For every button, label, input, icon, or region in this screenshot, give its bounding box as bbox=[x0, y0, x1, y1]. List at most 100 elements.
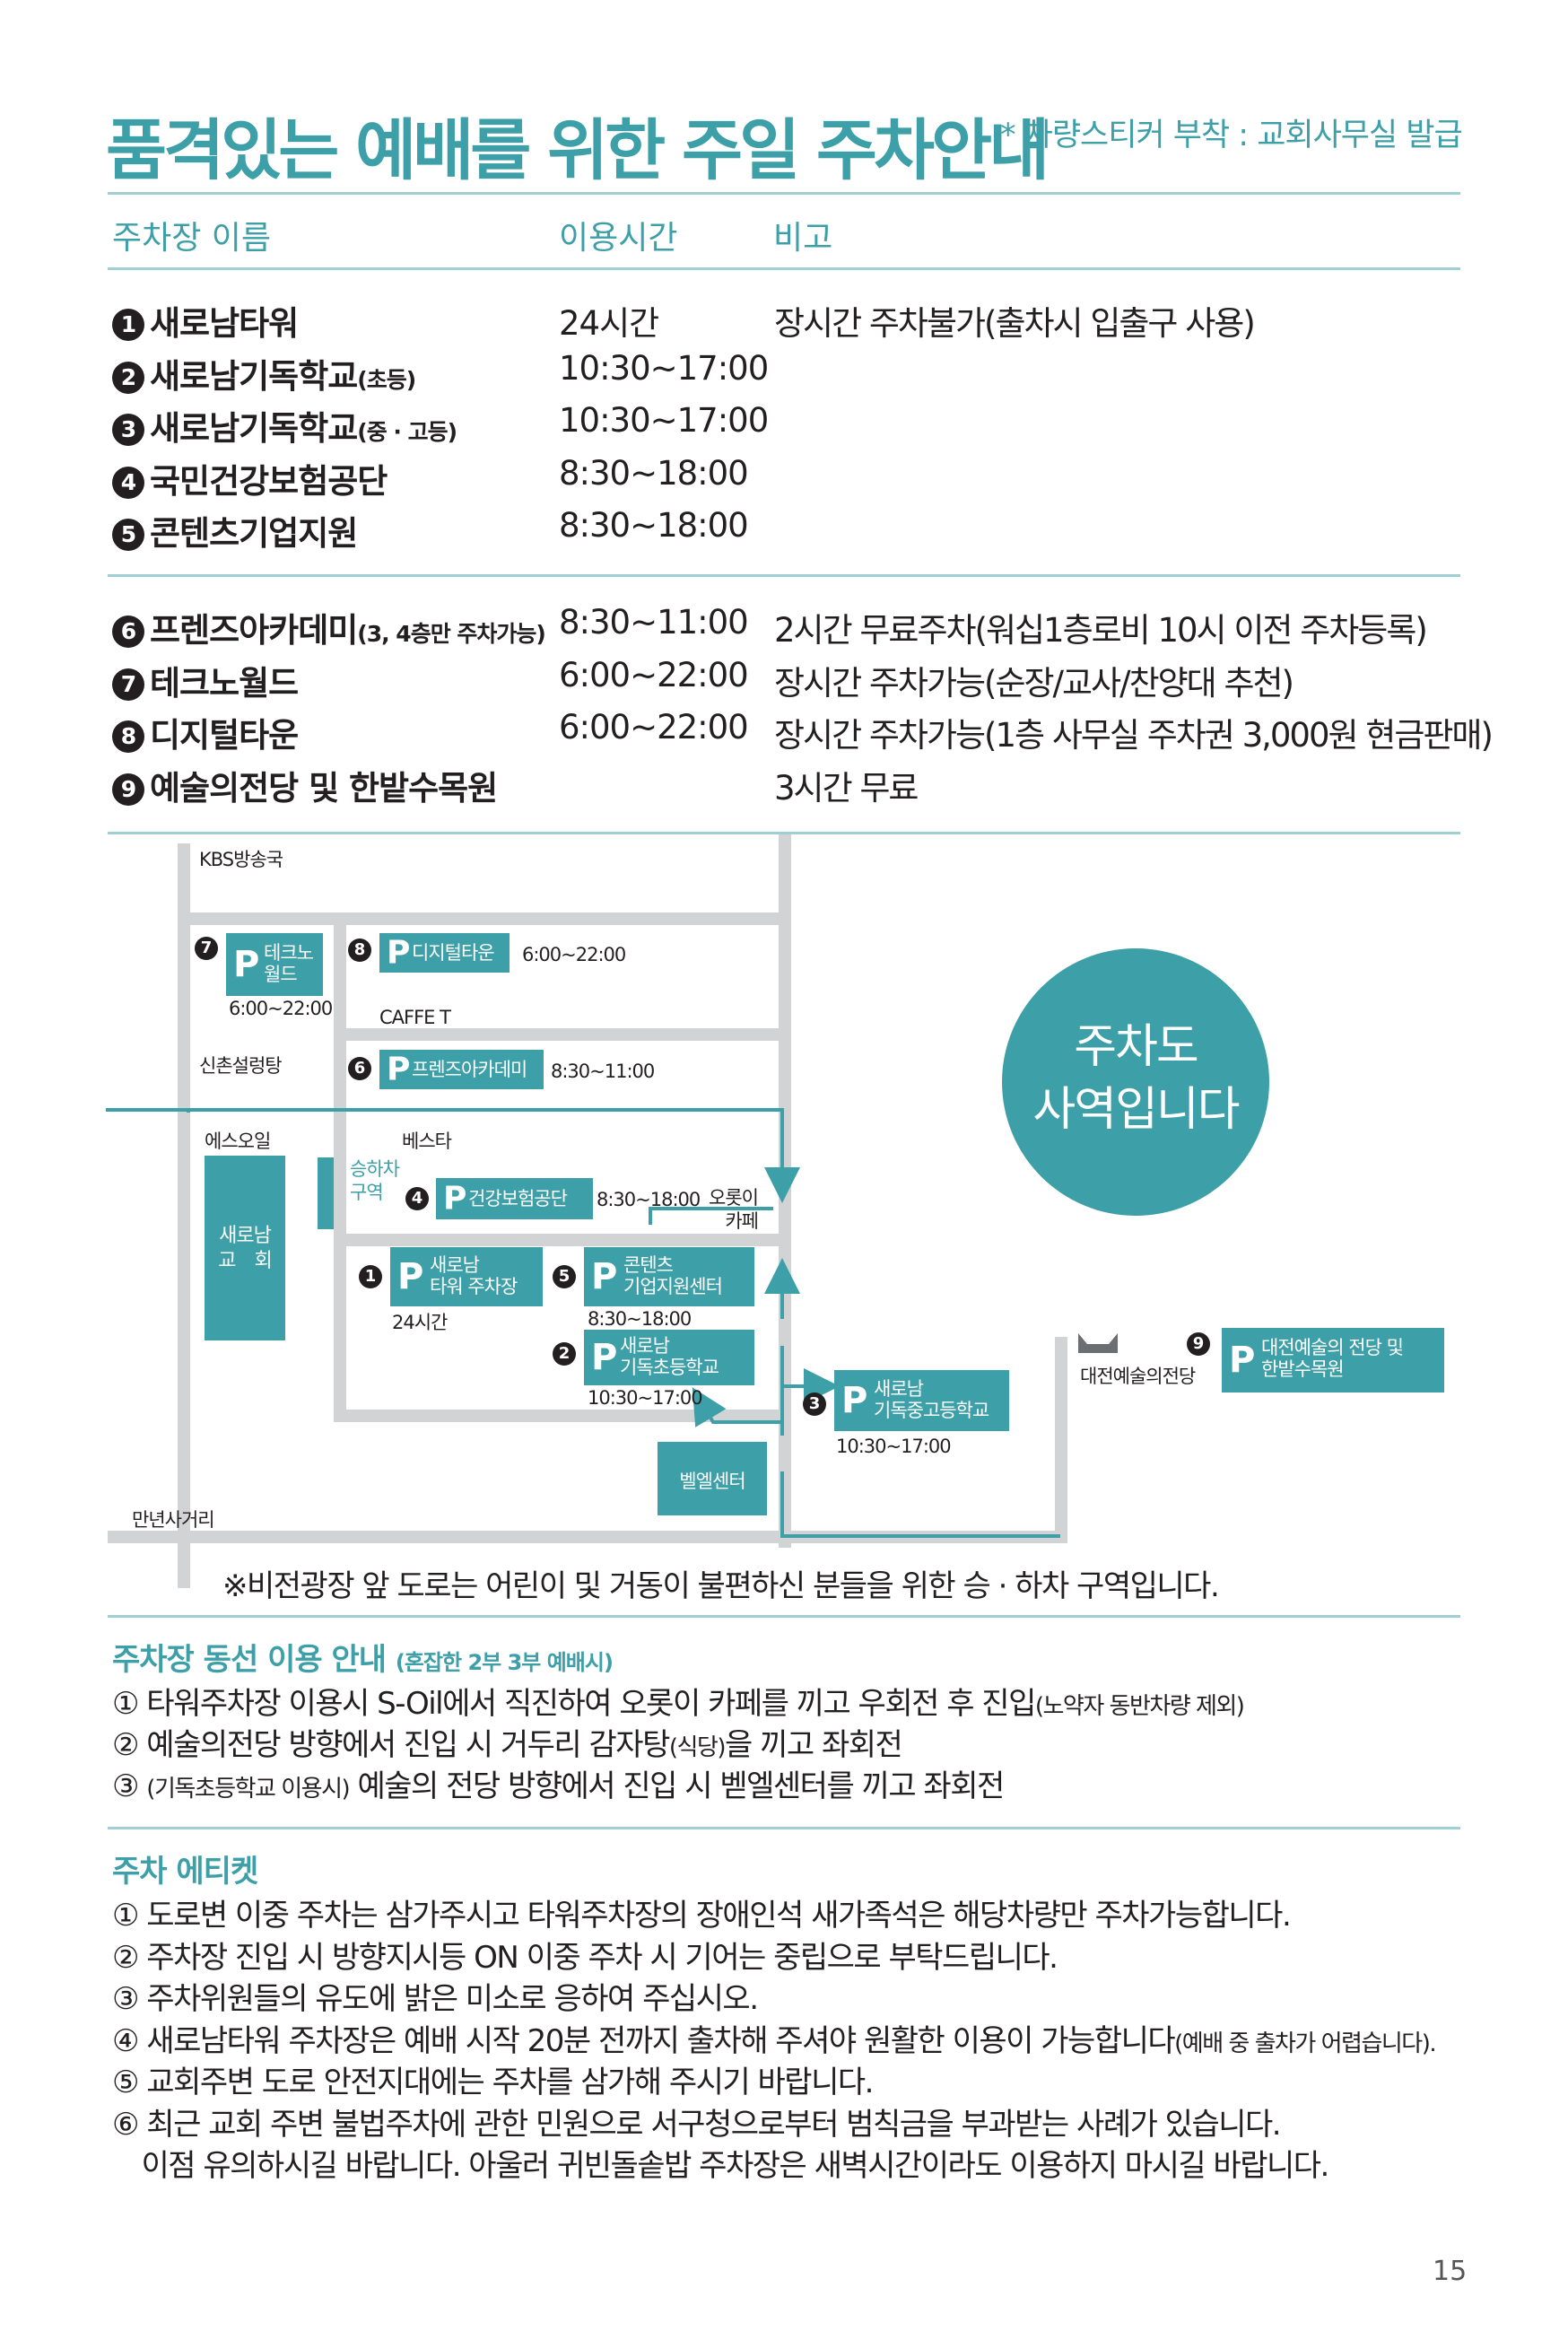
parking-note: 장시간 주차가능(1층 사무실 주차권 3,000원 현금판매) bbox=[774, 716, 1494, 755]
map-num-8: 8 bbox=[348, 939, 371, 962]
col-header-time: 이용시간 bbox=[559, 220, 678, 257]
etiquette-item: ② 주차장 진입 시 방향지시등 ON 이중 주차 시 기어는 중립으로 부탁드… bbox=[112, 1939, 1058, 1976]
map-num-6: 6 bbox=[348, 1057, 371, 1080]
time-digitaltown: 6:00~22:00 bbox=[522, 944, 626, 965]
etiquette-item: ④ 새로남타워 주차장은 예배 시작 20분 전까지 출차해 주셔야 원활한 이… bbox=[112, 2022, 1437, 2059]
divider bbox=[108, 192, 1460, 195]
road bbox=[178, 843, 190, 1588]
number-badge: 1 bbox=[112, 309, 144, 341]
label-lotte-cafe: 오롯이 카페 bbox=[709, 1187, 759, 1232]
label-soil: 에스오일 bbox=[205, 1131, 271, 1152]
label-arts-center: 대전예술의전당 bbox=[1080, 1366, 1196, 1387]
road bbox=[334, 1410, 791, 1422]
col-header-note: 비고 bbox=[773, 220, 833, 257]
number-badge: 6 bbox=[112, 615, 144, 648]
label-manyeon: 만년사거리 bbox=[132, 1509, 215, 1531]
parking-ministry-text: 주차도 사역입니다 bbox=[1032, 1020, 1240, 1137]
map-num-3: 3 bbox=[803, 1392, 826, 1416]
time-tower: 24시간 bbox=[392, 1312, 448, 1333]
label-caffe: CAFFE T bbox=[379, 1007, 451, 1028]
sticker-note: * 차량스티커 부착 : 교회사무실 발급 bbox=[1000, 118, 1463, 153]
road bbox=[108, 1531, 1067, 1543]
parking-time: 10:30~17:00 bbox=[559, 401, 769, 440]
time-friends-academy: 8:30~11:00 bbox=[551, 1061, 655, 1082]
number-badge: 2 bbox=[112, 361, 144, 394]
arts-center-icon bbox=[1078, 1333, 1118, 1353]
number-badge: 3 bbox=[112, 414, 144, 446]
divider bbox=[108, 267, 1460, 270]
road bbox=[178, 912, 791, 925]
label-bestar: 베스타 bbox=[402, 1131, 452, 1152]
road bbox=[1055, 1337, 1067, 1543]
label-sinchon: 신촌설렁탕 bbox=[199, 1055, 283, 1077]
parking-nhis: P 건강보험공단 bbox=[436, 1178, 593, 1219]
parking-time: 10:30~17:00 bbox=[559, 348, 769, 388]
time-elementary: 10:30~17:00 bbox=[588, 1387, 703, 1409]
divider bbox=[108, 1615, 1460, 1618]
parking-note: 2시간 무료주차(워십1층로비 10시 이전 주차등록) bbox=[774, 611, 1428, 650]
page-title: 품격있는 예배를 위한 주일 주차안내 bbox=[106, 112, 1050, 189]
number-badge: 9 bbox=[112, 773, 144, 806]
time-middle-high: 10:30~17:00 bbox=[836, 1436, 952, 1457]
time-nhis: 8:30~18:00 bbox=[597, 1189, 701, 1210]
parking-time: 8:30~18:00 bbox=[559, 506, 749, 545]
number-badge: 4 bbox=[112, 466, 144, 499]
parking-time: 6:00~22:00 bbox=[559, 708, 749, 746]
time-contents: 8:30~18:00 bbox=[588, 1308, 692, 1330]
etiquette-heading: 주차 에티켓 bbox=[112, 1854, 258, 1890]
bethel-center bbox=[658, 1442, 767, 1515]
time-technoworld: 6:00~22:00 bbox=[229, 998, 333, 1019]
map-num-2: 2 bbox=[553, 1342, 576, 1366]
church-building bbox=[205, 1156, 285, 1340]
parking-note: 3시간 무료 bbox=[774, 768, 919, 808]
parking-middle-high: P 새로남 기독중고등학교 bbox=[834, 1370, 1009, 1431]
bethel-label: 벨엘센터 bbox=[679, 1471, 745, 1492]
parking-digitaltown: P 디지털타운 bbox=[379, 933, 510, 973]
etiquette-item: ⑥ 최근 교회 주변 불법주차에 관한 민원으로 서구청으로부터 범칙금을 부과… bbox=[112, 2106, 1282, 2143]
parking-arts-arboretum: P 대전예술의 전당 및 한밭수목원 bbox=[1222, 1328, 1444, 1392]
parking-time: 24시간 bbox=[559, 304, 659, 343]
map-footnote: ※비전광장 앞 도로는 어린이 및 거동이 불편하신 분들을 위한 승 · 하차… bbox=[222, 1568, 1220, 1604]
parking-elementary: P 새로남 기독초등학교 bbox=[584, 1330, 754, 1385]
parking-ministry-badge bbox=[1002, 948, 1269, 1216]
parking-friends-academy: P 프렌즈아카데미 bbox=[379, 1050, 544, 1089]
etiquette-item: ① 도로변 이중 주차는 삼가주시고 타워주차장의 장애인석 새가족석은 해당차… bbox=[112, 1898, 1292, 1934]
divider bbox=[108, 832, 1460, 834]
map-num-7: 7 bbox=[195, 937, 218, 960]
church-label: 새로남 교 회 bbox=[218, 1225, 272, 1272]
divider bbox=[108, 1827, 1460, 1829]
parking-tower: P 새로남 타워 주차장 bbox=[390, 1247, 543, 1306]
number-badge: 5 bbox=[112, 519, 144, 551]
parking-time: 8:30~11:00 bbox=[559, 603, 749, 642]
number-badge: 8 bbox=[112, 720, 144, 753]
map-num-4: 4 bbox=[405, 1187, 429, 1210]
parking-note: 장시간 주차불가(출차시 입출구 사용) bbox=[774, 304, 1256, 343]
flow-heading: 주차장 동선 이용 안내 (혼잡한 2부 3부 예배시) bbox=[112, 1642, 614, 1678]
road bbox=[334, 1234, 791, 1246]
road bbox=[334, 1028, 791, 1041]
page-number: 15 bbox=[1433, 2256, 1468, 2287]
flow-item-1: ① 타워주차장 이용시 S-Oil에서 직진하여 오롯이 카페를 끼고 우회전 … bbox=[112, 1686, 1245, 1722]
etiquette-item: 이점 유의하시길 바랍니다. 아울러 귀빈돌솥밥 주차장은 새벽시간이라도 이용… bbox=[112, 2148, 1329, 2184]
dropoff-label: 승하차 구역 bbox=[350, 1158, 400, 1203]
parking-contents: P 콘텐츠 기업지원센터 bbox=[584, 1247, 754, 1306]
parking-time: 6:00~22:00 bbox=[559, 655, 749, 694]
flow-item-2: ② 예술의전당 방향에서 진입 시 거두리 감자탕(식당)을 끼고 좌회전 bbox=[112, 1727, 903, 1763]
label-kbs: KBS방송국 bbox=[199, 849, 283, 870]
map-num-1: 1 bbox=[359, 1265, 382, 1288]
